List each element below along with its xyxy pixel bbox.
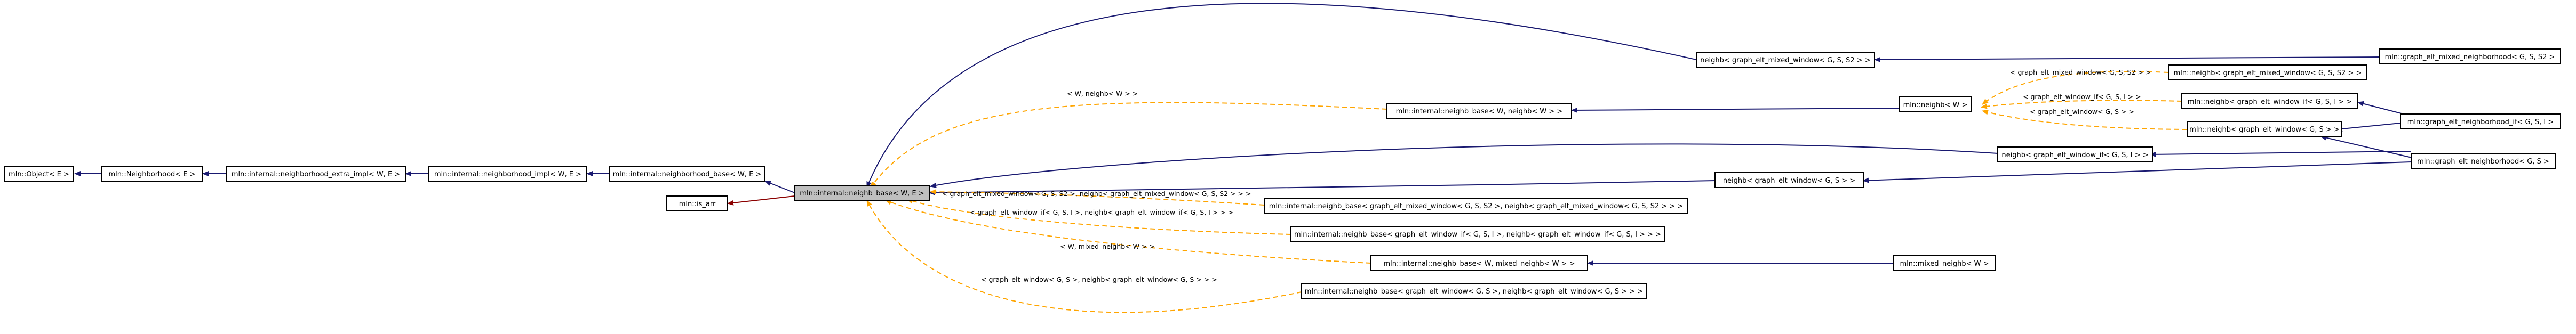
edge-label-w-neighb: < W, neighb< W > > bbox=[1067, 89, 1138, 97]
node-ge-neighborhood-if[interactable]: mln::graph_elt_neighborhood_if< G, S, I … bbox=[2400, 113, 2561, 129]
nodes: mln::Object< E > mln::Neighborhood< E > … bbox=[4, 48, 2561, 299]
node-label: mln::Neighborhood< E > bbox=[108, 170, 195, 178]
node-label: neighb< graph_elt_window_if< G, S, I > > bbox=[2001, 151, 2148, 159]
node-label: mln::Object< E > bbox=[9, 170, 69, 178]
node-nb-window[interactable]: neighb< graph_elt_window< G, S > > bbox=[1714, 172, 1864, 188]
edge-labels: < W, neighb< W > > < graph_elt_mixed_win… bbox=[942, 68, 2151, 283]
edge-neighb-base-to-neighborhood-base bbox=[764, 181, 795, 193]
edge-tpl-into-neighb-w-mixed bbox=[1982, 71, 2169, 105]
edge-label-mixed-neighb: < W, mixed_neighb< W > > bbox=[1060, 242, 1155, 250]
node-label: mln::neighb< graph_elt_mixed_window< G, … bbox=[2174, 69, 2362, 77]
node-label: mln::neighb< W > bbox=[1903, 101, 1968, 109]
node-neighb-base-window[interactable]: mln::internal::neighb_base< graph_elt_wi… bbox=[1301, 283, 1647, 299]
edge-label-window-main: < graph_elt_window< G, S >, neighb< grap… bbox=[981, 275, 1217, 283]
edge-mln-neighb-w-to-base-w bbox=[1571, 107, 1900, 113]
node-neighb-base-main[interactable]: mln::internal::neighb_base< W, E > bbox=[794, 185, 930, 201]
node-neighborhood-base[interactable]: mln::internal::neighborhood_base< W, E > bbox=[609, 166, 765, 182]
edge-label-window-small: < graph_elt_window< G, S > > bbox=[2030, 108, 2134, 116]
node-neighb-base-mixed[interactable]: mln::internal::neighb_base< graph_elt_mi… bbox=[1264, 198, 1688, 214]
edge-tpl-mixed-neighb bbox=[885, 200, 1371, 264]
edge-label-mixed-main: < graph_elt_mixed_window< G, S, S2 >, ne… bbox=[942, 190, 1251, 198]
node-mixed-neighb[interactable]: mln::mixed_neighb< W > bbox=[1893, 255, 1996, 271]
edge-tpl-into-neighb-w-window-if bbox=[1981, 100, 2182, 109]
edge-ge-neighborhood-to-nb-window bbox=[1862, 161, 2412, 183]
node-label: mln::graph_elt_mixed_neighborhood< G, S,… bbox=[2385, 53, 2555, 61]
node-object[interactable]: mln::Object< E > bbox=[4, 166, 74, 182]
node-label: mln::internal::neighborhood_base< W, E > bbox=[613, 170, 762, 178]
node-mln-neighb-window-if[interactable]: mln::neighb< graph_elt_window_if< G, S, … bbox=[2181, 93, 2358, 109]
node-neighborhood-impl[interactable]: mln::internal::neighborhood_impl< W, E > bbox=[428, 166, 587, 182]
node-nb-window-if[interactable]: neighb< graph_elt_window_if< G, S, I > > bbox=[1997, 146, 2153, 162]
edge-nb-window-to-main bbox=[929, 180, 1716, 195]
node-label: mln::internal::neighb_base< graph_elt_wi… bbox=[1305, 288, 1643, 296]
edge-is-arr-usage bbox=[727, 195, 795, 206]
edges bbox=[74, 3, 2433, 313]
node-neighborhood-extra-impl[interactable]: mln::internal::neighborhood_extra_impl< … bbox=[226, 166, 406, 182]
node-label: mln::internal::neighborhood_extra_impl< … bbox=[232, 170, 400, 178]
node-mln-neighb-mixed[interactable]: mln::neighb< graph_elt_mixed_window< G, … bbox=[2168, 64, 2367, 80]
node-label: mln::is_arr bbox=[679, 200, 716, 208]
node-mln-neighb-window[interactable]: mln::neighb< graph_elt_window< G, S > > bbox=[2187, 121, 2342, 137]
edge-ge-mixed-to-nb-mixed bbox=[1874, 56, 2380, 62]
edge-label-mixed-small: < graph_elt_mixed_window< G, S, S2 > > bbox=[2010, 68, 2151, 76]
edge-tpl-mixed bbox=[930, 189, 1265, 206]
node-neighborhood[interactable]: mln::Neighborhood< E > bbox=[101, 166, 203, 182]
node-label: mln::neighb< graph_elt_window< G, S > > bbox=[2189, 126, 2340, 134]
edge-nb-window-if-to-main bbox=[930, 143, 1998, 188]
node-label: mln::graph_elt_neighborhood_if< G, S, I … bbox=[2407, 118, 2554, 126]
edge-ge-neighborhood-to-mln-neighb-window bbox=[2320, 135, 2417, 159]
node-label: neighb< graph_elt_mixed_window< G, S, S2… bbox=[1700, 56, 1870, 64]
node-label: mln::internal::neighb_base< graph_elt_wi… bbox=[1294, 231, 1661, 239]
node-label: mln::internal::neighb_base< W, E > bbox=[800, 190, 924, 198]
node-neighb-base-w[interactable]: mln::internal::neighb_base< W, neighb< W… bbox=[1386, 103, 1572, 119]
node-mln-neighb-w[interactable]: mln::neighb< W > bbox=[1899, 96, 1972, 112]
edge-tpl-into-neighb-w-window bbox=[1982, 109, 2188, 130]
node-label: mln::internal::neighborhood_impl< W, E > bbox=[434, 170, 581, 178]
node-ge-neighborhood[interactable]: mln::graph_elt_neighborhood< G, S > bbox=[2411, 153, 2556, 169]
edge-nb-mixed-window-to-main bbox=[866, 3, 1697, 188]
node-ge-mixed-neighborhood[interactable]: mln::graph_elt_mixed_neighborhood< G, S,… bbox=[2379, 48, 2561, 64]
node-neighb-base-window-if[interactable]: mln::internal::neighb_base< graph_elt_wi… bbox=[1290, 226, 1665, 242]
edge-mln-neighb-window-if-to-nb-window-if bbox=[2149, 151, 2412, 157]
node-neighb-base-mixed-neighb[interactable]: mln::internal::neighb_base< W, mixed_nei… bbox=[1370, 255, 1588, 271]
node-label: mln::neighb< graph_elt_window_if< G, S, … bbox=[2188, 98, 2352, 106]
edge-tpl-window-if bbox=[906, 198, 1291, 235]
edge-tpl-w-neighb bbox=[870, 102, 1387, 188]
edge-label-window-if-main: < graph_elt_window_if< G, S, I >, neighb… bbox=[970, 208, 1233, 216]
node-is-arr[interactable]: mln::is_arr bbox=[666, 195, 728, 211]
node-label: mln::internal::neighb_base< W, mixed_nei… bbox=[1384, 260, 1575, 268]
node-label: mln::internal::neighb_base< W, neighb< W… bbox=[1396, 108, 1563, 116]
node-label: neighb< graph_elt_window< G, S > > bbox=[1723, 177, 1855, 185]
node-label: mln::internal::neighb_base< graph_elt_mi… bbox=[1269, 202, 1684, 210]
edge-label-window-if-small: < graph_elt_window_if< G, S, I > > bbox=[2023, 93, 2141, 101]
edge-tpl-window bbox=[866, 200, 1302, 313]
node-label: mln::graph_elt_neighborhood< G, S > bbox=[2417, 158, 2549, 166]
node-nb-mixed-window[interactable]: neighb< graph_elt_mixed_window< G, S, S2… bbox=[1696, 52, 1875, 68]
node-label: mln::mixed_neighb< W > bbox=[1900, 260, 1989, 268]
